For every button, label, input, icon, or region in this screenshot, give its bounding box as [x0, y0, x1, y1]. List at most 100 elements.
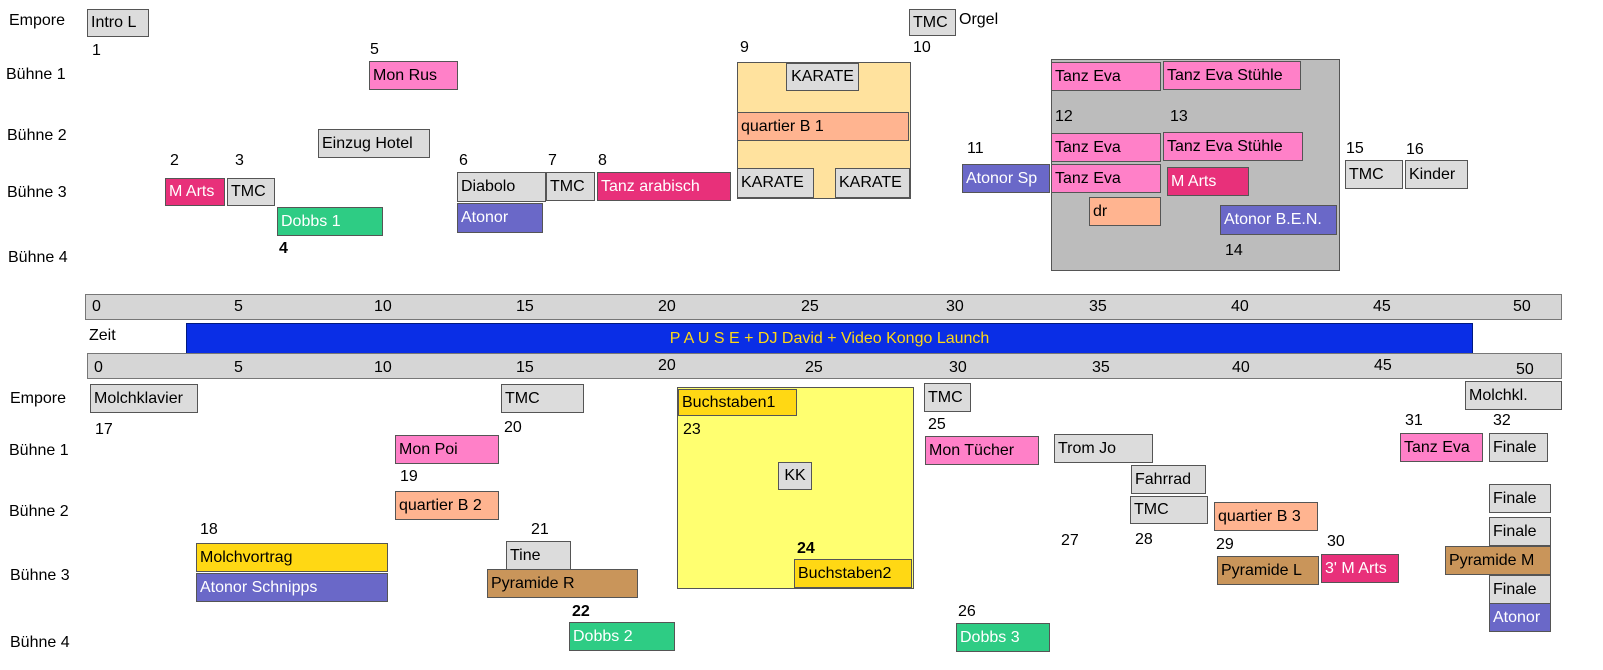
act-atonor-ben[interactable]: Atonor B.E.N. [1220, 205, 1337, 235]
act-molchklavier[interactable]: Molchklavier [90, 384, 198, 413]
axis-tick: 5 [234, 298, 243, 315]
act-finale[interactable]: Finale [1489, 575, 1551, 604]
act-quartier-b3[interactable]: quartier B 3 [1214, 502, 1318, 531]
row-label-buehne2: Bühne 2 [9, 503, 69, 520]
act-number: 9 [740, 39, 749, 56]
act-tanz-eva[interactable]: Tanz Eva [1051, 164, 1161, 193]
act-tmc[interactable]: TMC [227, 178, 275, 206]
act-tanz-eva[interactable]: Tanz Eva [1400, 433, 1483, 462]
act-number: 24 [797, 540, 815, 557]
act-dr[interactable]: dr [1089, 197, 1161, 226]
act-number: 5 [370, 41, 379, 58]
act-atonor-sp[interactable]: Atonor Sp [962, 164, 1050, 193]
act-tmc[interactable]: TMC [924, 383, 971, 412]
act-dobbs-2[interactable]: Dobbs 2 [569, 622, 675, 651]
act-number: 22 [572, 603, 590, 620]
act-number: 2 [170, 152, 179, 169]
act-number: 14 [1225, 242, 1243, 259]
act-quartier-b2[interactable]: quartier B 2 [395, 491, 499, 520]
act-tmc[interactable]: TMC [546, 172, 595, 201]
act-number: 11 [967, 140, 984, 157]
act-number: 7 [548, 152, 557, 169]
act-molchvortrag[interactable]: Molchvortrag [196, 543, 388, 572]
act-finale[interactable]: Finale [1489, 484, 1551, 513]
row-label-buehne2: Bühne 2 [7, 127, 67, 144]
act-m-arts[interactable]: M Arts [165, 178, 225, 206]
act-kk[interactable]: KK [778, 462, 812, 490]
act-einzug-hotel[interactable]: Einzug Hotel [318, 129, 430, 158]
axis-tick: 45 [1373, 298, 1391, 315]
act-tmc[interactable]: TMC [501, 384, 584, 413]
act-pyramide-m[interactable]: Pyramide M [1445, 546, 1551, 575]
act-number: 26 [958, 603, 976, 620]
act-atonor[interactable]: Atonor [457, 203, 543, 233]
act-number: 13 [1170, 108, 1188, 125]
axis-tick: 15 [516, 359, 534, 376]
act-atonor[interactable]: Atonor [1489, 603, 1551, 632]
act-3-m-arts[interactable]: 3' M Arts [1321, 554, 1399, 583]
act-number: 29 [1216, 536, 1234, 553]
act-finale[interactable]: Finale [1489, 517, 1551, 546]
act-m-arts[interactable]: M Arts [1167, 167, 1249, 196]
axis-tick: 45 [1374, 357, 1392, 374]
act-tanz-eva-stuehle[interactable]: Tanz Eva Stühle [1163, 132, 1303, 161]
act-number: 31 [1405, 412, 1423, 429]
act-mon-poi[interactable]: Mon Poi [395, 435, 499, 464]
act-tine[interactable]: Tine [506, 541, 571, 570]
act-dobbs-1[interactable]: Dobbs 1 [277, 207, 383, 236]
act-karate[interactable]: KARATE [835, 168, 910, 198]
orgel-label: Orgel [959, 11, 999, 28]
axis-tick: 10 [374, 359, 392, 376]
row-label-zeit: Zeit [89, 327, 116, 344]
axis-tick: 30 [946, 298, 964, 315]
pause-bar[interactable]: P A U S E + DJ David + Video Kongo Launc… [186, 323, 1473, 354]
row-label-buehne3: Bühne 3 [10, 567, 70, 584]
axis-tick: 40 [1232, 359, 1250, 376]
act-pyramide-l[interactable]: Pyramide L [1217, 556, 1319, 585]
axis-tick: 20 [658, 298, 676, 315]
time-axis-top: 0 5 10 15 20 25 30 35 40 45 50 [85, 294, 1562, 320]
act-number: 21 [531, 521, 549, 538]
axis-tick: 25 [805, 359, 823, 376]
act-tmc[interactable]: TMC [1130, 496, 1208, 524]
act-trom-jo[interactable]: Trom Jo [1054, 434, 1153, 463]
row-label-buehne1: Bühne 1 [6, 66, 66, 83]
act-karate[interactable]: KARATE [786, 63, 859, 91]
act-quartier-b1[interactable]: quartier B 1 [737, 112, 909, 141]
act-intro-l[interactable]: Intro L [87, 9, 149, 37]
act-mon-tuecher[interactable]: Mon Tücher [925, 436, 1039, 465]
act-number: 12 [1055, 108, 1073, 125]
act-dobbs-3[interactable]: Dobbs 3 [956, 623, 1050, 652]
act-finale[interactable]: Finale [1489, 433, 1548, 462]
axis-tick: 10 [374, 298, 392, 315]
axis-tick: 50 [1516, 361, 1534, 378]
axis-tick: 35 [1089, 298, 1107, 315]
act-number: 20 [504, 419, 522, 436]
act-tmc[interactable]: TMC [1345, 160, 1403, 189]
act-tmc-orgel[interactable]: TMC [909, 9, 956, 36]
act-diabolo[interactable]: Diabolo [457, 172, 546, 202]
act-buchstaben1[interactable]: Buchstaben1 [678, 389, 797, 416]
act-atonor-schnipps[interactable]: Atonor Schnipps [196, 573, 388, 602]
time-axis-bottom: 0 5 10 15 20 25 30 35 40 45 50 [87, 353, 1562, 379]
act-mon-rus[interactable]: Mon Rus [369, 61, 458, 90]
act-tanz-eva[interactable]: Tanz Eva [1051, 133, 1161, 162]
act-fahrrad[interactable]: Fahrrad [1131, 465, 1206, 494]
act-tanz-eva-stuehle[interactable]: Tanz Eva Stühle [1163, 61, 1301, 90]
act-number: 1 [92, 42, 101, 59]
act-molchkl[interactable]: Molchkl. [1465, 381, 1562, 410]
axis-tick: 15 [516, 298, 534, 315]
act-tanz-eva[interactable]: Tanz Eva [1051, 62, 1161, 91]
axis-tick: 20 [658, 357, 676, 374]
act-pyramide-r[interactable]: Pyramide R [487, 569, 638, 598]
axis-tick: 50 [1513, 298, 1531, 315]
act-kinder[interactable]: Kinder [1405, 160, 1468, 189]
row-label-buehne1: Bühne 1 [9, 442, 69, 459]
axis-tick: 5 [234, 359, 243, 376]
axis-tick: 25 [801, 298, 819, 315]
act-tanz-arabisch[interactable]: Tanz arabisch [597, 172, 731, 201]
act-karate[interactable]: KARATE [737, 168, 814, 198]
axis-tick: 35 [1092, 359, 1110, 376]
act-number: 23 [683, 421, 701, 438]
act-buchstaben2[interactable]: Buchstaben2 [794, 559, 912, 588]
